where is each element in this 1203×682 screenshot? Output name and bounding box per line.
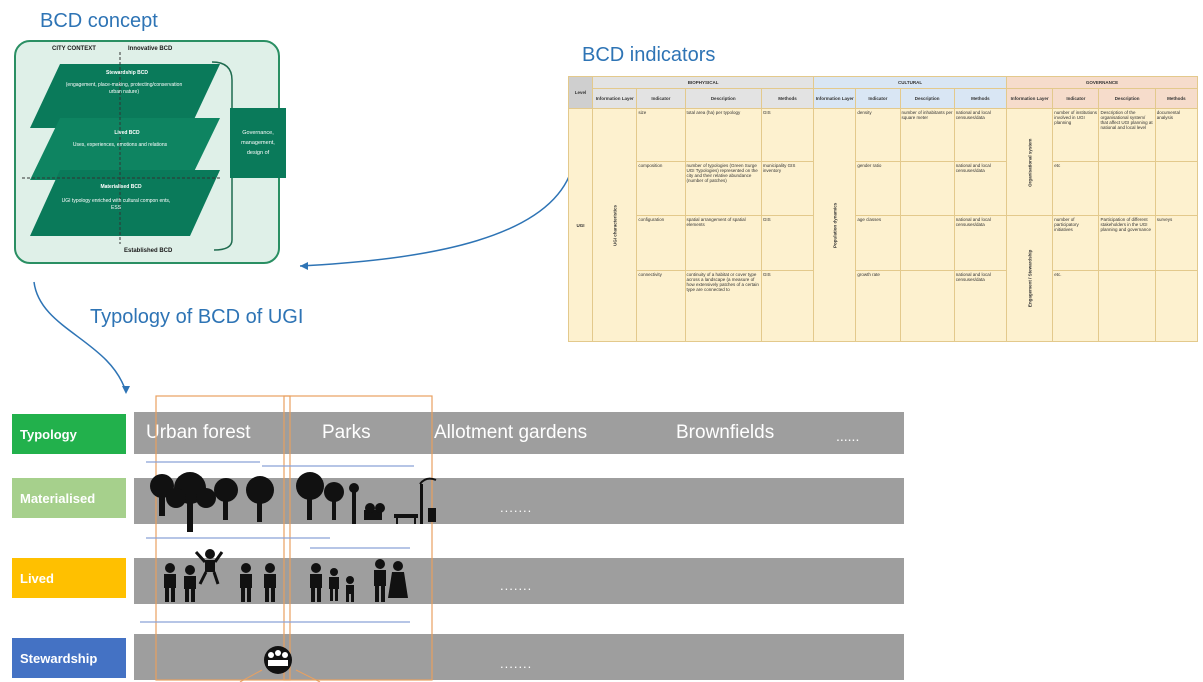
type-urban-forest: Urban forest [146, 422, 251, 443]
table-cell: gender ratio [855, 161, 901, 216]
subhead: Methods [760, 88, 815, 109]
subhead: Information Layer [592, 88, 638, 109]
table-cell [1098, 161, 1156, 216]
row-label-lived: Lived [12, 558, 126, 598]
subhead: Information Layer [1006, 88, 1054, 109]
table-cell: GIS [760, 214, 815, 272]
established-bcd-label: Established BCD [124, 248, 173, 254]
park-elements-icon [296, 472, 437, 524]
governance-box: Governance, management, design of [230, 108, 286, 178]
table-cell: documental analysis [1154, 107, 1198, 163]
lived-bar [134, 558, 904, 604]
stewardship-title: Stewardship BCD [106, 70, 148, 76]
materialised-title: Materialised BCD [100, 184, 142, 190]
table-cell: size [636, 107, 686, 163]
level-header: Level [568, 76, 594, 109]
type-allotment-gardens: Allotment gardens [434, 422, 588, 443]
stewardship-layer [30, 64, 220, 128]
people-icon [164, 549, 408, 602]
table-cell: Participation of different stakeholders … [1098, 214, 1156, 272]
indicators-table: Level BIOPHYSICAL CULTURAL GOVERNANCE In… [568, 76, 1198, 342]
table-cell: national and local censuses/data [953, 161, 1008, 216]
biophysical-header: BIOPHYSICAL [592, 76, 815, 89]
community-group-icon [264, 646, 292, 674]
table-cell: GIS [760, 270, 815, 342]
gov-line-1: Governance, [242, 130, 274, 136]
table-cell: etc [1052, 161, 1100, 216]
table-cell: continuity of a habitat or cover type ac… [684, 270, 762, 342]
table-cell: age classes [855, 214, 901, 272]
subhead: Description [1098, 88, 1156, 109]
lived-title: Lived BCD [114, 130, 140, 136]
gov-line-2: management, [241, 140, 275, 146]
type-more: ...... [836, 428, 860, 444]
stewardship-ellipsis: ....... [500, 656, 533, 671]
table-cell: municipality GIS inventory [760, 161, 815, 216]
city-context-label: CITY CONTEXT [52, 46, 96, 52]
lived-text: Uses, experiences, emotions and relation… [72, 142, 168, 148]
subhead: Indicator [855, 88, 901, 109]
lived-layer [30, 118, 220, 180]
level-cell: UGI [568, 108, 594, 342]
stewardship-bar [134, 634, 904, 680]
subhead: Description [684, 88, 762, 109]
materialised-text: UGI typology enriched with cultural comp… [61, 198, 171, 211]
subhead: Indicator [1052, 88, 1100, 109]
stewardship-text: (engagement, place-making, protecting/co… [65, 82, 183, 95]
table-cell [1154, 161, 1198, 216]
table-cell: national and local censuses/data [953, 214, 1008, 272]
table-cell: Description of the organisational system… [1098, 107, 1156, 163]
subhead: Indicator [636, 88, 686, 109]
row-label-typology: Typology [12, 414, 126, 454]
table-cell [1154, 270, 1198, 342]
type-brownfields: Brownfields [676, 422, 775, 443]
gov-line-3: design of [246, 150, 270, 156]
materialised-ellipsis: ....... [500, 500, 533, 515]
concept-heading: BCD concept [40, 10, 158, 32]
table-cell: etc. [1052, 270, 1100, 342]
table-cell: spatial arrangement of spatial elements [684, 214, 762, 272]
table-cell: growth rate [855, 270, 901, 342]
table-cell: configuration [636, 214, 686, 272]
table-cell: total area (ha) per typology [684, 107, 762, 163]
subhead: Information Layer [813, 88, 857, 109]
forest-trees-icon [150, 472, 274, 532]
row-label-stewardship: Stewardship [12, 638, 126, 678]
table-cell: national and local censuses/data [953, 270, 1008, 342]
table-cell: connectivity [636, 270, 686, 342]
innovative-bcd-label: Innovative BCD [128, 46, 173, 52]
table-cell [899, 270, 955, 342]
table-cell: surveys [1154, 214, 1198, 272]
table-cell: composition [636, 161, 686, 216]
table-cell: number of typologies (Green Surge UGI Ty… [684, 161, 762, 216]
typology-heading: Typology of BCD of UGI [90, 306, 304, 328]
typology-bar [134, 412, 904, 454]
concept-to-typology-arrow [33, 281, 127, 393]
indicators-to-concept-arrow [299, 159, 575, 267]
table-cell: number of participatory initiatives [1052, 214, 1100, 272]
concept-layers [22, 52, 233, 251]
subhead: Description [899, 88, 955, 109]
lived-ellipsis: ....... [500, 578, 533, 593]
row-label-materialised: Materialised [12, 478, 126, 518]
table-cell [1098, 270, 1156, 342]
materialised-layer [30, 170, 220, 236]
indicators-heading: BCD indicators [582, 44, 716, 66]
type-parks: Parks [322, 422, 371, 443]
